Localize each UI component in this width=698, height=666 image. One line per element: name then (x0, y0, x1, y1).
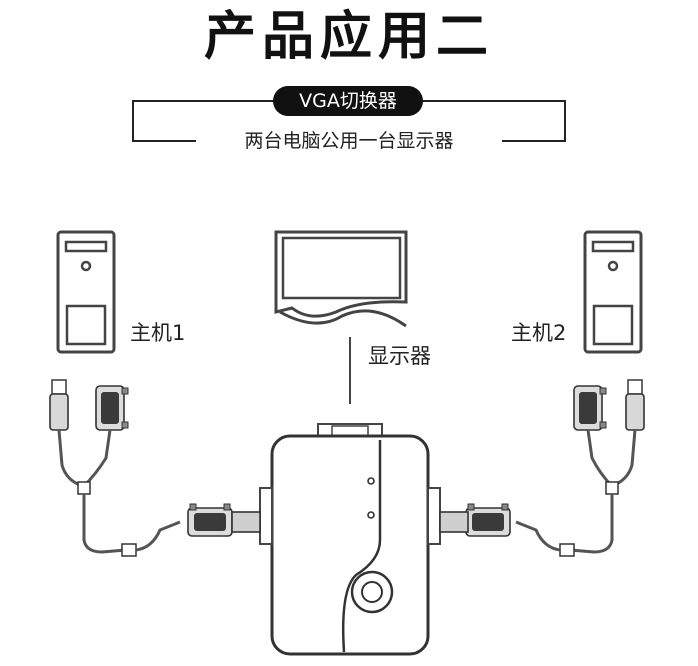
host1-label: 主机1 (130, 321, 186, 345)
switch-button-icon (350, 570, 394, 614)
product-pill-label: VGA切换器 (273, 86, 423, 116)
vga-switch-box (259, 423, 441, 656)
page-title: 产品应用二 (203, 7, 494, 67)
monitor-icon (274, 230, 408, 328)
host2-cable (439, 379, 645, 557)
host1-cable (49, 379, 261, 557)
host1-tower-icon (56, 230, 116, 354)
host2-label: 主机2 (511, 321, 567, 345)
subtitle: 两台电脑公用一台显示器 (196, 126, 502, 156)
host2-tower-icon (583, 230, 643, 354)
monitor-label: 显示器 (368, 344, 431, 368)
